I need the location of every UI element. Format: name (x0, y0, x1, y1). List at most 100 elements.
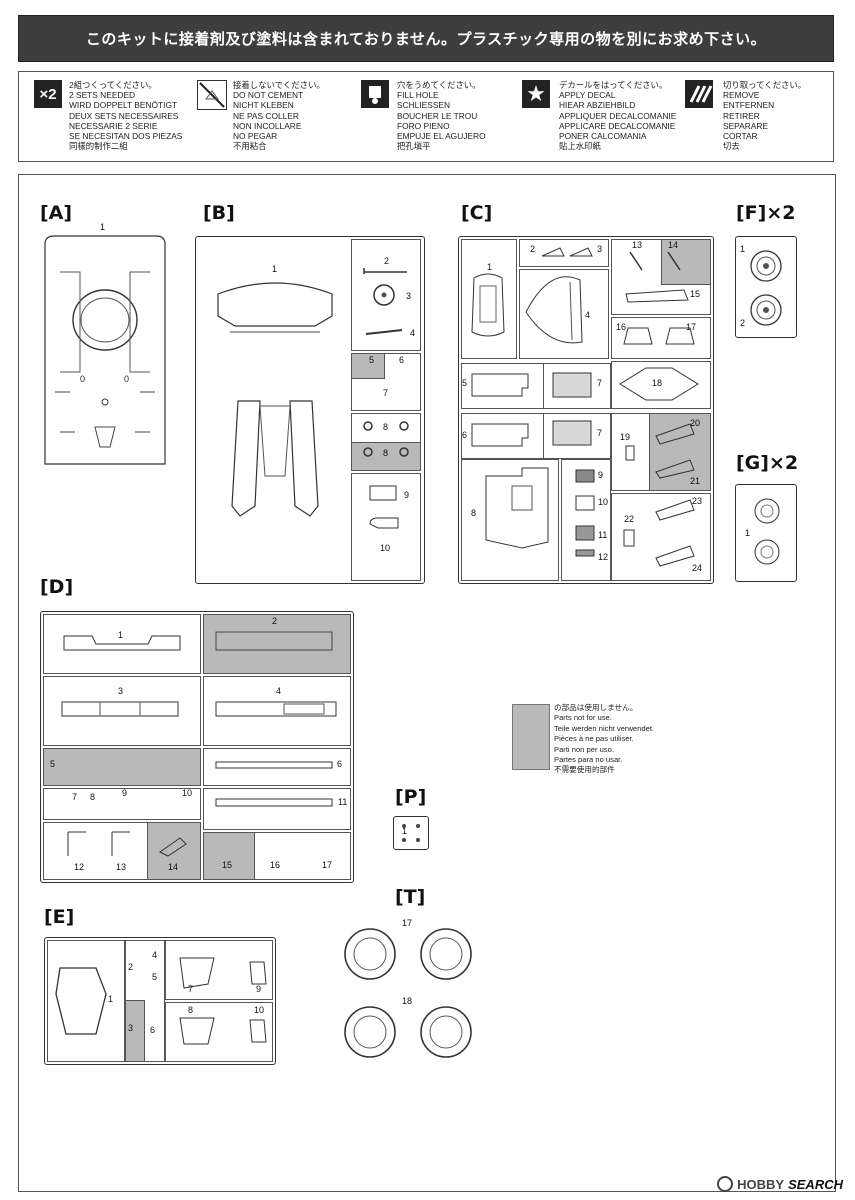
part-d4-shape (215, 701, 337, 717)
x2-icon: ×2 (34, 80, 62, 108)
cut-remove-icon (685, 80, 713, 108)
part-c21-number: 21 (690, 476, 701, 486)
runner-c-cell-1 (461, 239, 517, 359)
part-c22-number: 22 (624, 514, 635, 524)
part-c5-shape (471, 373, 529, 397)
section-label-f: [F]×2 (736, 202, 796, 224)
part-c12-number: 12 (598, 552, 609, 562)
runner-c-cell-18 (611, 361, 711, 409)
part-b2-number: 2 (384, 256, 390, 266)
part-c7b-number: 7 (597, 428, 603, 438)
part-d8-number: 8 (90, 792, 96, 802)
runner-c-cell-16-17 (611, 317, 711, 359)
part-c3-number: 3 (597, 244, 603, 254)
parts-b9-b10-shape (369, 485, 399, 529)
part-g1-number: 1 (745, 528, 751, 538)
part-e3-number: 3 (128, 1023, 134, 1033)
part-t17-number: 17 (402, 918, 413, 928)
part-b5-number: 5 (369, 355, 375, 365)
runner-c-cell-14-unused (661, 239, 711, 285)
part-d15-number: 15 (222, 860, 233, 870)
part-b9-number: 9 (404, 490, 410, 500)
runner-d (40, 611, 354, 883)
part-d10-number: 10 (182, 788, 193, 798)
part-d3-number: 3 (118, 686, 124, 696)
tires-part-t (344, 928, 472, 1058)
part-c2-number: 2 (530, 244, 536, 254)
parts-sheet-frame (18, 174, 836, 1192)
part-d14-number: 14 (168, 862, 179, 872)
part-b2-shape (363, 268, 407, 274)
part-d12-number: 12 (74, 862, 85, 872)
part-d1-number: 1 (118, 630, 124, 640)
section-label-e: [E] (44, 906, 75, 928)
part-d1-shape (63, 635, 181, 651)
adhesive-paint-notice: このキットに接着剤及び塗料は含まれておりません。プラスチック専用の物を別にお求め… (18, 15, 834, 62)
runner-d-cell-4 (203, 676, 351, 746)
seat-part-c1 (471, 273, 505, 337)
runner-c-cell-8 (461, 459, 559, 581)
part-c24-number: 24 (692, 563, 703, 573)
decal-star-icon: ★ (522, 80, 550, 108)
part-b7-number: 7 (383, 388, 389, 398)
part-c5-number: 5 (462, 378, 468, 388)
radiator-part-c7b (552, 420, 592, 446)
part-c13-number: 13 (632, 240, 643, 250)
chassis-tub-part-a1: 0 0 (44, 235, 166, 465)
parts-c2-c3-shape (541, 247, 593, 257)
part-d16-number: 16 (270, 860, 281, 870)
gearbox-part-c8 (485, 467, 549, 549)
part-d6-shape (215, 761, 333, 769)
part-d3-shape (61, 701, 179, 717)
frame-part-c18 (619, 367, 699, 401)
wheels-part-f (750, 250, 782, 326)
part-b1-number: 1 (272, 264, 278, 274)
part-e9-number: 9 (256, 984, 262, 994)
runner-e-cell-3-unused (125, 1000, 145, 1062)
part-a1-number: 1 (100, 222, 106, 232)
section-label-b: [B] (203, 202, 235, 224)
parts-c19-c21-shape (625, 423, 695, 479)
part-d11-number: 11 (338, 797, 348, 807)
runner-d-cell-6 (203, 748, 351, 786)
part-e7-number: 7 (188, 984, 194, 994)
part-d2-shape (215, 631, 333, 651)
part-d4-number: 4 (276, 686, 282, 696)
part-c19-number: 19 (620, 432, 631, 442)
section-label-t: [T] (395, 886, 426, 908)
part-b8-number: 8 (383, 422, 389, 432)
parts-c13-c15-shape (625, 251, 689, 303)
part-d17-number: 17 (322, 860, 333, 870)
part-c14-number: 14 (668, 240, 679, 250)
part-d13-number: 13 (116, 862, 127, 872)
svg-text:0: 0 (124, 374, 129, 384)
wheel-inserts-part-g (754, 498, 780, 565)
runner-b-cell-9-10 (351, 473, 421, 581)
part-d7-number: 7 (72, 792, 78, 802)
part-e2-number: 2 (128, 962, 134, 972)
part-f1-number: 1 (740, 244, 746, 254)
runner-e (44, 937, 276, 1065)
part-e5-number: 5 (152, 972, 158, 982)
fill-hole-icon (361, 80, 389, 108)
runner-p (393, 816, 429, 850)
part-c4-number: 4 (585, 310, 591, 320)
runner-d-cell-5-unused (43, 748, 201, 786)
runner-c-cell-22-24 (611, 493, 711, 581)
parts-c22-c24-shape (623, 499, 695, 567)
part-c6-shape (471, 423, 529, 447)
runner-b-cell-5-unused (351, 353, 385, 379)
runner-b (195, 236, 425, 584)
part-d5-number: 5 (50, 759, 56, 769)
part-p1-shape (402, 824, 420, 842)
runner-g (735, 484, 797, 582)
part-c17-number: 17 (686, 322, 697, 332)
part-e6-number: 6 (150, 1025, 156, 1035)
